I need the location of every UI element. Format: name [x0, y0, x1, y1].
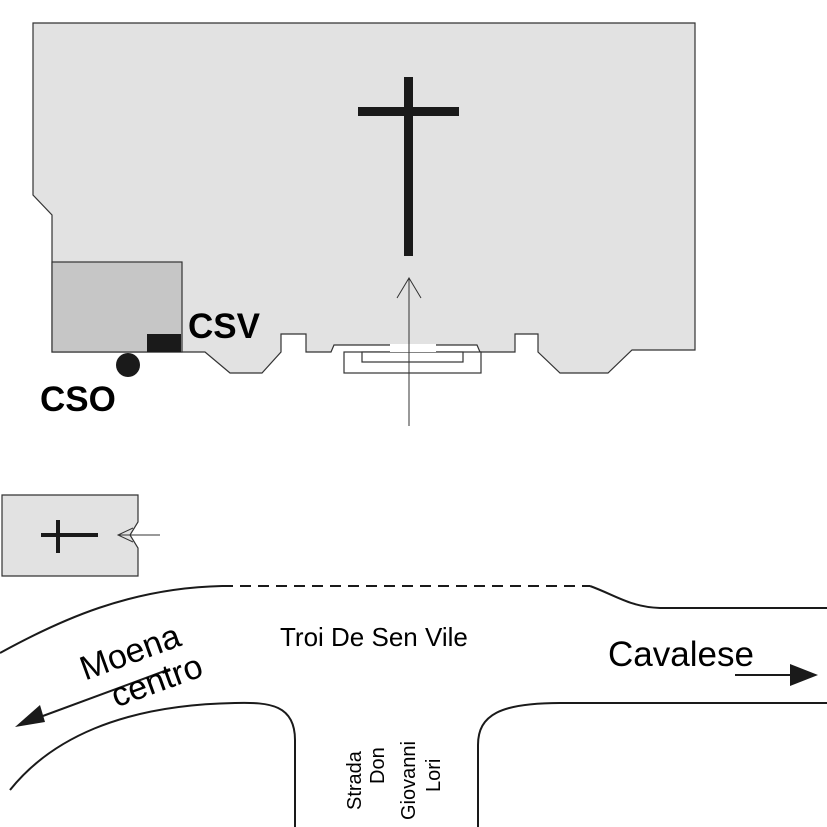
csv-marker[interactable] [147, 334, 181, 352]
road-label-cavalese: Cavalese [608, 635, 754, 674]
cross-icon [41, 520, 98, 553]
cso-label: CSO [40, 380, 116, 419]
cross-icon [358, 77, 459, 256]
road-upper-edge-right [589, 585, 827, 609]
road-label-side-street: Strada Don Giovanni Lori [344, 741, 445, 820]
cso-marker[interactable] [116, 353, 140, 377]
chapel-building [1, 494, 160, 577]
church-outline [32, 22, 696, 374]
chapel-entrance-arrow [116, 527, 160, 543]
roads [0, 585, 827, 827]
road-upper-edge-left [0, 585, 223, 654]
side-street-line2: Don [367, 747, 389, 784]
road-label-main: Troi De Sen Vile [280, 622, 468, 652]
road-lower-edge-right [477, 702, 827, 827]
entrance-steps [343, 344, 482, 374]
road-lower-edge-left [9, 701, 296, 827]
arrow-to-cavalese [735, 664, 818, 686]
side-street-line1: Strada [344, 750, 366, 810]
side-street-line3: Giovanni [398, 741, 420, 820]
side-street-line4: Lori [423, 759, 445, 792]
csv-label: CSV [188, 307, 261, 346]
arrow-to-moena [15, 668, 171, 727]
entrance-arrow [396, 277, 422, 426]
